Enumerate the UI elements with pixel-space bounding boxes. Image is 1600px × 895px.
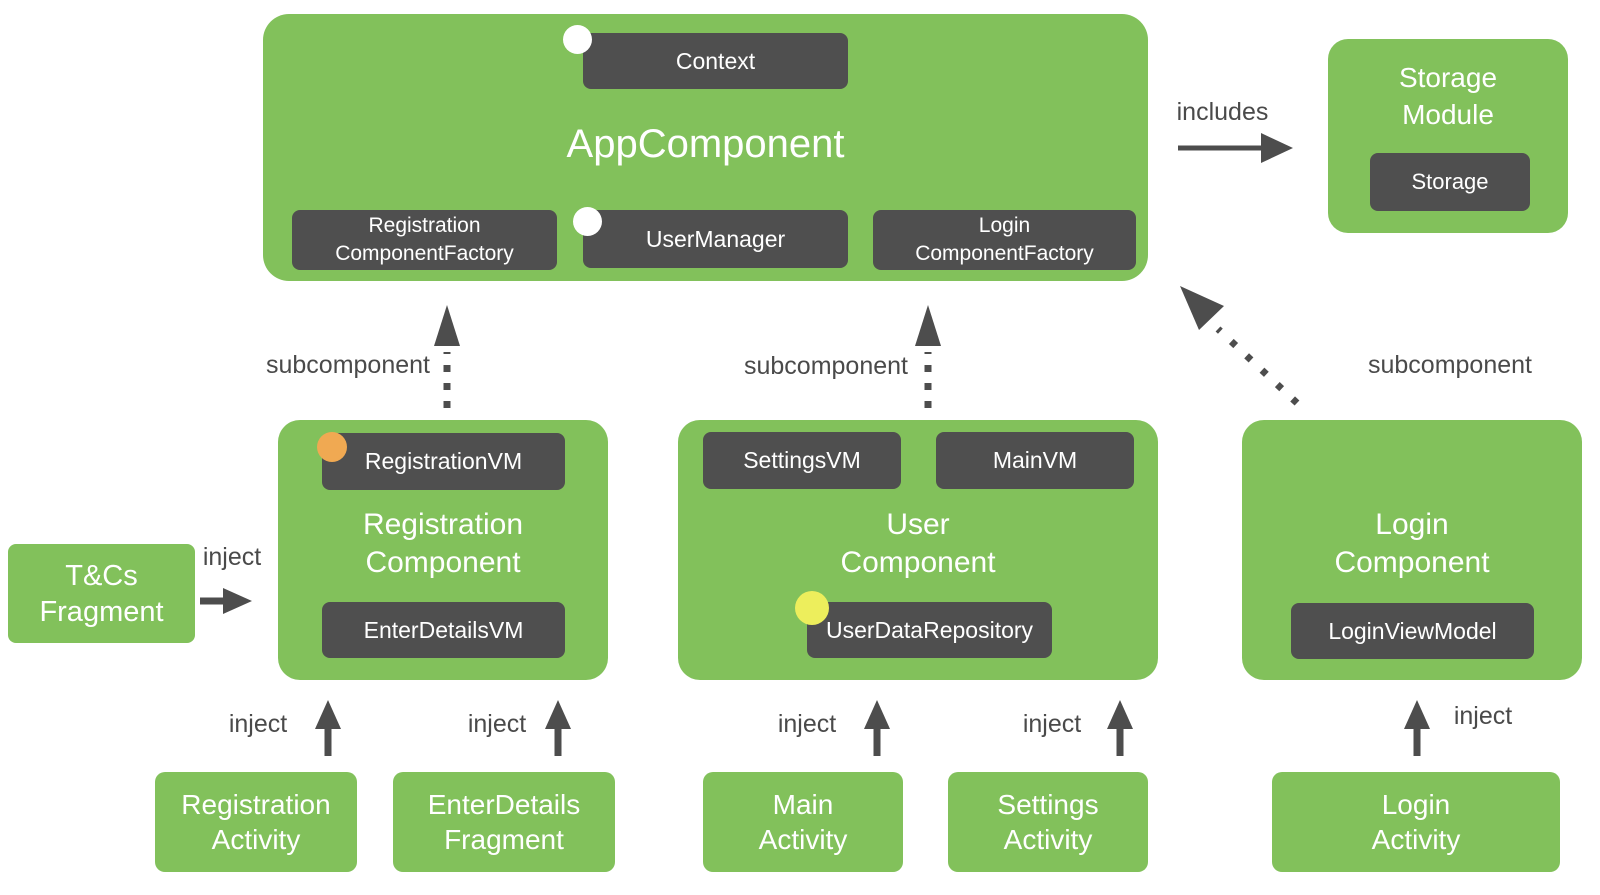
- inject-arrow-login-activity: [1404, 700, 1430, 756]
- app-component-title: AppComponent: [566, 122, 845, 166]
- inject-arrow-registration-activity: [315, 700, 341, 756]
- scope-dot-user-data-repository: [795, 591, 829, 625]
- login-component-title: Login Component: [1334, 508, 1490, 579]
- inject-arrow-enterdetails-fragment: [545, 700, 571, 756]
- login-component-factory-chip: Login ComponentFactory: [873, 210, 1136, 270]
- scope-dot-context: [563, 25, 592, 54]
- subcomponent-label-user: subcomponent: [743, 352, 908, 380]
- storage-module-title: Storage Module: [1398, 62, 1498, 130]
- subcomponent-arrow-registration: [434, 305, 460, 408]
- tcs-fragment-box: T&Cs Fragment: [8, 544, 195, 643]
- scope-dot-registration-vm: [317, 432, 347, 462]
- includes-label: includes: [1176, 98, 1269, 126]
- inject-arrow-main-activity: [864, 700, 890, 756]
- main-vm-chip: MainVM: [936, 432, 1134, 489]
- settings-vm-chip: SettingsVM: [703, 432, 901, 489]
- user-component-box: SettingsVM MainVM User Component UserDat…: [678, 420, 1158, 680]
- inject-label-main-activity: inject: [777, 710, 837, 738]
- storage-module-box: Storage Module Storage: [1328, 39, 1568, 233]
- includes-arrow: [1178, 133, 1293, 163]
- inject-label-settings-activity: inject: [1022, 710, 1082, 738]
- inject-arrow-tcs-fragment: [200, 588, 252, 614]
- inject-arrow-settings-activity: [1107, 700, 1133, 756]
- inject-label-enterdetails-fragment: inject: [467, 710, 527, 738]
- registration-activity-box: Registration Activity: [155, 772, 357, 872]
- context-chip: Context: [583, 33, 848, 89]
- user-manager-chip: UserManager: [583, 210, 848, 268]
- app-component-box: Context AppComponent Registration Compon…: [263, 14, 1148, 281]
- storage-chip: Storage: [1370, 153, 1530, 211]
- subcomponent-label-login: subcomponent: [1367, 351, 1532, 379]
- registration-component-factory-chip: Registration ComponentFactory: [292, 210, 557, 270]
- inject-label-registration-activity: inject: [228, 710, 288, 738]
- inject-label-login-activity: inject: [1453, 702, 1513, 730]
- subcomponent-arrow-login: [1180, 286, 1300, 406]
- user-component-title: User Component: [840, 508, 996, 579]
- login-component-box: Login Component LoginViewModel: [1242, 420, 1582, 680]
- settings-activity-box: Settings Activity: [948, 772, 1148, 872]
- enter-details-vm-chip: EnterDetailsVM: [322, 602, 565, 658]
- scope-dot-user-manager: [573, 207, 602, 236]
- subcomponent-label-registration: subcomponent: [265, 351, 430, 379]
- subcomponent-arrow-user: [915, 305, 941, 408]
- login-activity-box: Login Activity: [1272, 772, 1560, 872]
- main-activity-box: Main Activity: [703, 772, 903, 872]
- inject-label-tcs: inject: [202, 543, 262, 571]
- registration-component-title: Registration Component: [362, 508, 524, 579]
- registration-component-box: RegistrationVM Registration Component En…: [278, 420, 608, 680]
- registration-vm-chip: RegistrationVM: [322, 433, 565, 490]
- login-view-model-chip: LoginViewModel: [1291, 603, 1534, 659]
- enter-details-fragment-box: EnterDetails Fragment: [393, 772, 615, 872]
- user-data-repository-chip: UserDataRepository: [807, 602, 1052, 658]
